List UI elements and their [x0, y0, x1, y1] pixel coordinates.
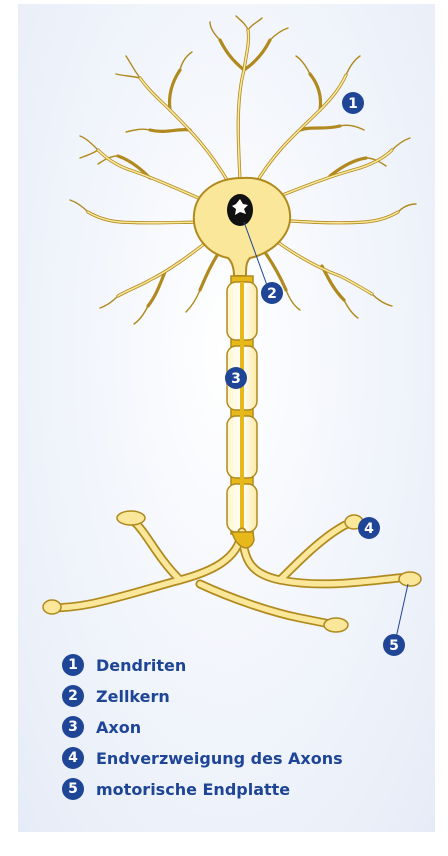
marker-5: 5	[383, 634, 405, 656]
legend-item-endverzweigung: 4 Endverzweigung des Axons	[62, 743, 343, 773]
legend-label: Dendriten	[96, 656, 186, 675]
marker-2: 2	[261, 282, 283, 304]
legend-number-badge: 4	[62, 747, 84, 769]
svg-text:1: 1	[348, 96, 358, 112]
legend-item-dendriten: 1 Dendriten	[62, 650, 343, 680]
legend-label: Zellkern	[96, 687, 170, 706]
legend-label: Axon	[96, 718, 141, 737]
cell-body	[194, 178, 290, 276]
marker-4: 4	[358, 517, 380, 539]
legend-item-zellkern: 2 Zellkern	[62, 681, 343, 711]
legend: 1 Dendriten 2 Zellkern 3 Axon 4 Endverzw…	[62, 650, 343, 805]
end-plate-pointer	[396, 584, 408, 638]
legend-item-axon: 3 Axon	[62, 712, 343, 742]
marker-3: 3	[225, 367, 247, 389]
svg-text:2: 2	[267, 286, 277, 302]
legend-item-endplatte: 5 motorische Endplatte	[62, 774, 343, 804]
legend-number-badge: 3	[62, 716, 84, 738]
legend-number-badge: 1	[62, 654, 84, 676]
svg-text:4: 4	[364, 521, 374, 537]
legend-number-badge: 5	[62, 778, 84, 800]
svg-text:5: 5	[389, 638, 399, 654]
legend-number-badge: 2	[62, 685, 84, 707]
legend-label: Endverzweigung des Axons	[96, 749, 343, 768]
legend-label: motorische Endplatte	[96, 780, 290, 799]
svg-text:3: 3	[231, 371, 241, 387]
marker-1: 1	[342, 92, 364, 114]
axon	[227, 276, 257, 534]
